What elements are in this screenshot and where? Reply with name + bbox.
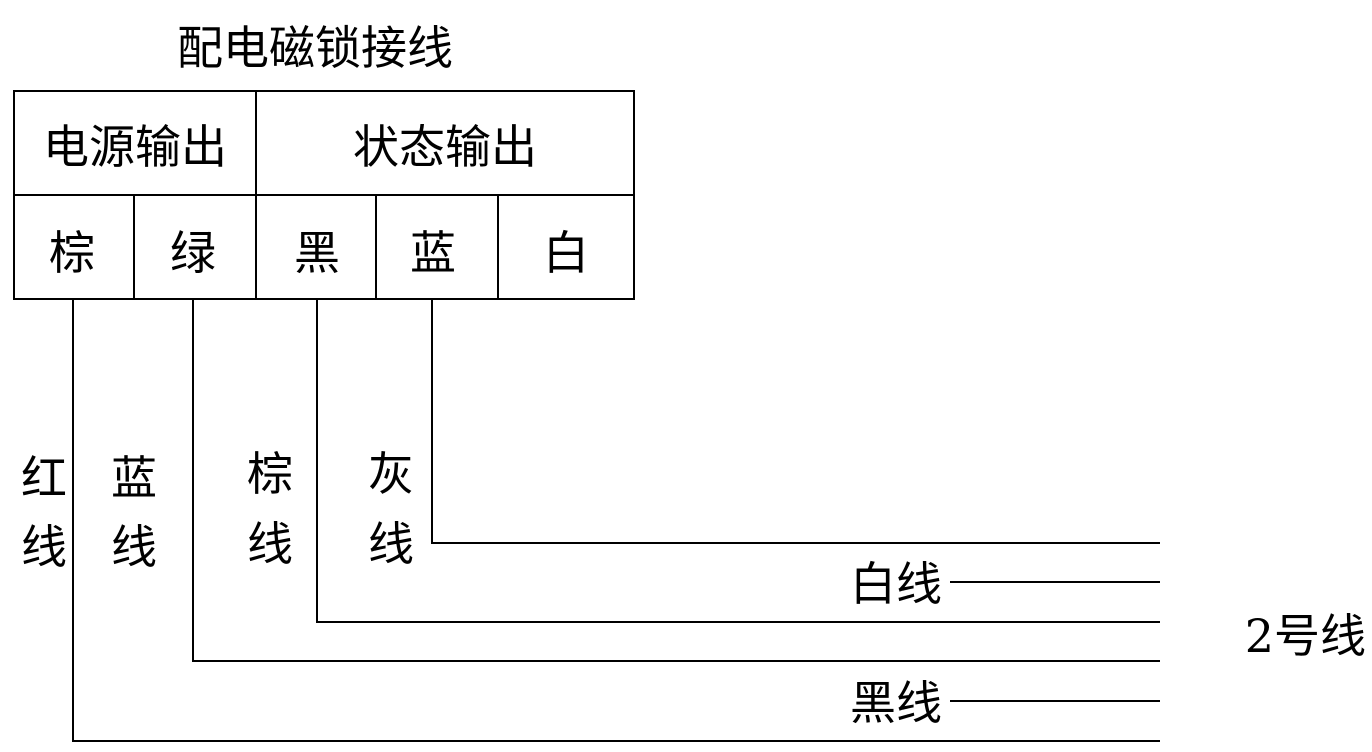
wire-green-terminal [192, 299, 1160, 662]
wire-label-blue-2: 线 [111, 520, 157, 574]
group-power-output: 电源输出 [43, 120, 227, 174]
wire-label-gray-1: 灰 [368, 447, 414, 501]
wire-label-brown-1: 棕 [247, 447, 293, 501]
wire-label-brown-2: 线 [247, 517, 293, 571]
wire-label-blue-1: 蓝 [111, 451, 157, 505]
wire-label-red-1: 红 [21, 451, 67, 505]
connector-table: 电源输出 状态输出 棕 绿 黑 蓝 白 [13, 90, 635, 300]
terminal-blue: 蓝 [410, 226, 456, 280]
terminal-white: 白 [543, 226, 589, 280]
terminal-black: 黑 [294, 226, 340, 280]
cable-label-black: 黑线 [850, 676, 942, 730]
wire-blue-terminal [431, 299, 1160, 544]
cable-label-white: 白线 [850, 557, 942, 611]
wire-label-red-2: 线 [21, 520, 67, 574]
diagram-title: 配电磁锁接线 [177, 21, 453, 75]
cable-name: 2号线 [1245, 609, 1366, 663]
wires [72, 299, 1160, 742]
terminal-brown: 棕 [49, 226, 95, 280]
wire-brown-terminal [72, 299, 1160, 742]
wire-label-gray-2: 线 [368, 517, 414, 571]
wire-black-terminal [316, 299, 1160, 623]
wire-labels: 红 线 蓝 线 棕 线 灰 线 [21, 447, 414, 574]
group-status-output: 状态输出 [353, 120, 537, 174]
terminal-green: 绿 [170, 226, 216, 280]
